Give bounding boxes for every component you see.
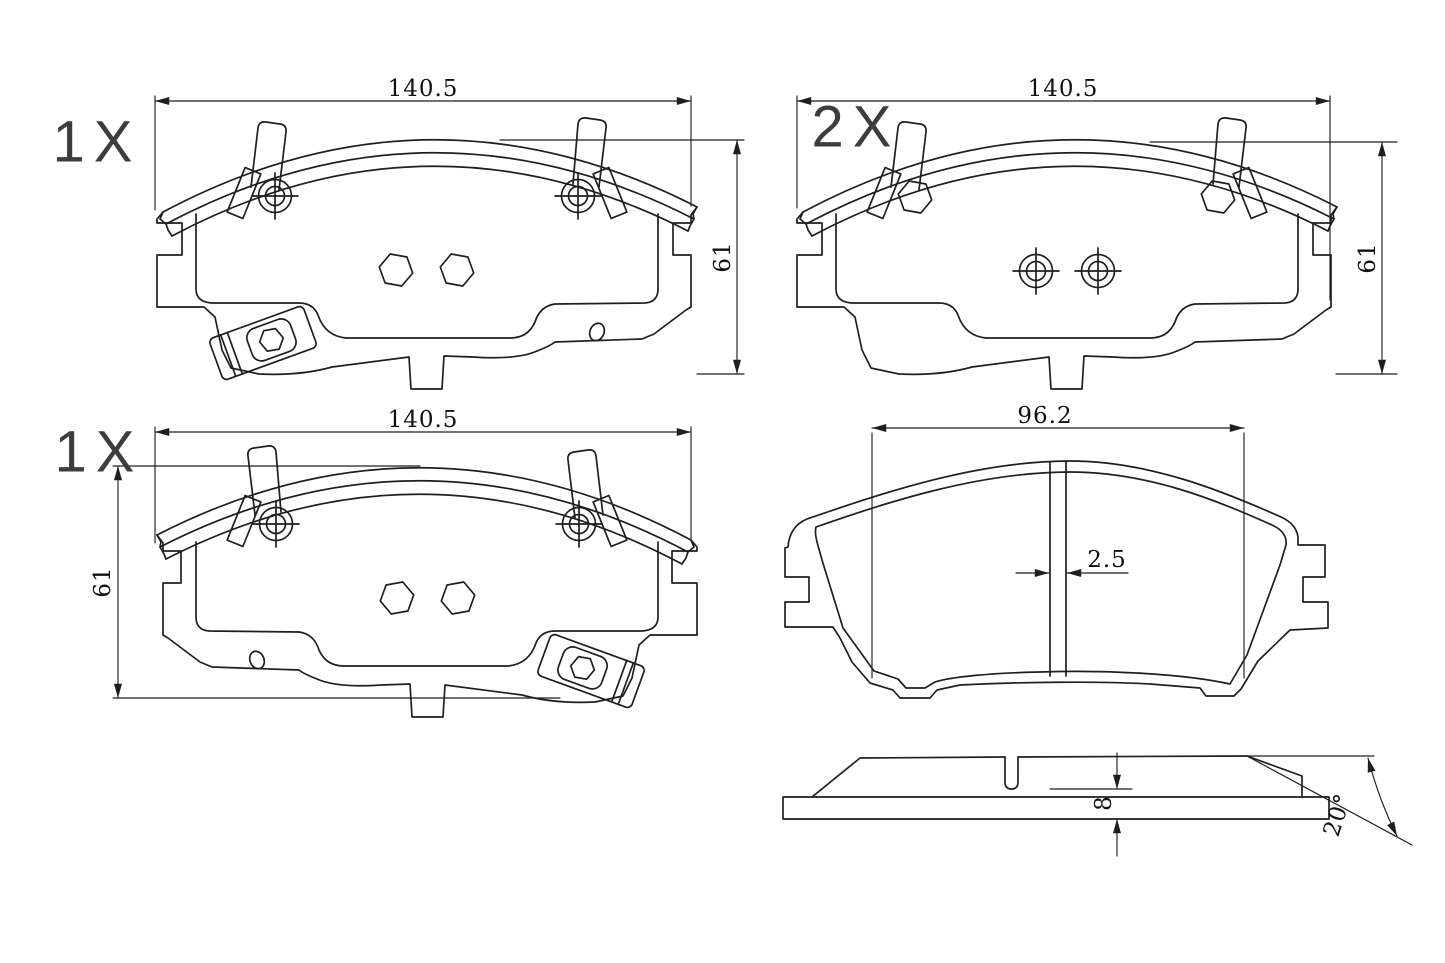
view-back-top-left: [156, 117, 698, 390]
dim-height-top-right: 61: [1355, 242, 1381, 274]
dim-slot-width: 2.5: [1087, 547, 1127, 573]
qty-label-top-left: 1X: [52, 109, 142, 175]
dim-thickness: 8: [1091, 795, 1117, 811]
dim-width-bottom-left: 140.5: [387, 407, 459, 433]
dimension-lines: [112, 95, 1398, 857]
dim-width-top-right: 140.5: [1027, 76, 1099, 102]
qty-label-top-right: 2X: [811, 94, 901, 160]
dim-height-bottom-left: 61: [90, 566, 116, 598]
qty-label-bottom-left: 1X: [54, 419, 144, 485]
dim-friction-width: 96.2: [1017, 403, 1073, 429]
dim-height-top-left: 61: [710, 241, 736, 273]
dim-width-top-left: 140.5: [387, 76, 459, 102]
view-friction-face: [784, 460, 1329, 699]
view-back-bottom-left: [156, 445, 698, 718]
